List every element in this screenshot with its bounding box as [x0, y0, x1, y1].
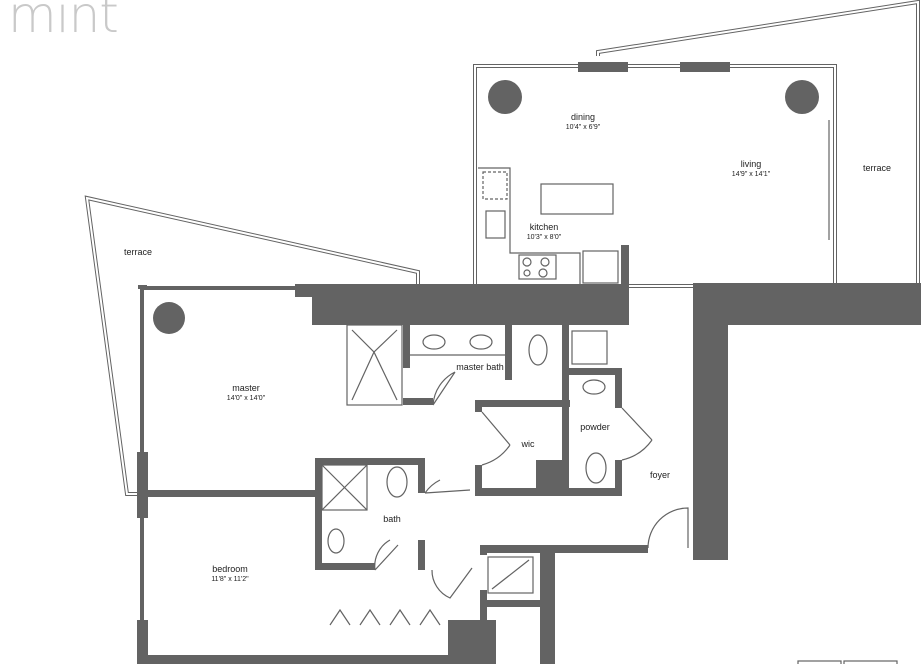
kitchen-fixtures — [478, 167, 629, 285]
sink — [327, 528, 345, 554]
room-dims-kitchen: 10'3" x 8'0" — [527, 234, 562, 241]
room-dims-living: 14'9" x 14'1" — [732, 171, 771, 178]
toilet — [585, 452, 607, 484]
column-circle — [785, 80, 819, 114]
room-label-living: living — [741, 159, 762, 169]
toilet — [386, 466, 408, 498]
closet — [487, 556, 534, 594]
room-label-dining: dining — [571, 112, 595, 122]
living-frame — [473, 62, 837, 288]
sink — [582, 379, 606, 395]
room-label-kitchen: kitchen — [530, 222, 559, 232]
window-frame — [680, 62, 730, 72]
fridge — [482, 171, 508, 200]
kitchen-island — [540, 183, 614, 215]
mint-logo: mint — [8, 0, 119, 44]
washer — [571, 330, 608, 365]
shower — [321, 464, 368, 511]
sink — [422, 334, 446, 350]
column-circle — [153, 302, 185, 334]
column-circle — [488, 80, 522, 114]
terrace-right-outline — [596, 0, 920, 285]
cooktop — [518, 254, 557, 280]
legend-box — [843, 660, 898, 664]
sink — [469, 334, 493, 350]
bath-fixtures — [321, 324, 689, 626]
room-label-master-bath: master bath — [456, 362, 504, 372]
room-dims-dining: 10'4" x 6'9" — [566, 124, 601, 131]
terrace-left-outline — [84, 195, 420, 496]
window-frame — [578, 62, 628, 72]
room-label-foyer: foyer — [650, 470, 670, 480]
room-label-terrace-left: terrace — [124, 247, 152, 257]
walls — [137, 283, 921, 664]
legend-box — [797, 660, 842, 664]
shower — [346, 324, 403, 406]
room-label-master: master — [232, 383, 260, 393]
room-dims-bedroom: 11'8" x 11'2" — [211, 576, 249, 583]
room-label-bedroom: bedroom — [212, 564, 248, 574]
room-dims-master: 14'0" x 14'0" — [227, 395, 266, 402]
toilet — [528, 334, 548, 366]
oven — [582, 250, 619, 284]
room-label-wic: wic — [521, 439, 535, 449]
room-label-bath: bath — [383, 514, 401, 524]
room-label-powder: powder — [580, 422, 610, 432]
sink — [485, 210, 506, 239]
room-label-terrace-right: terrace — [863, 163, 891, 173]
